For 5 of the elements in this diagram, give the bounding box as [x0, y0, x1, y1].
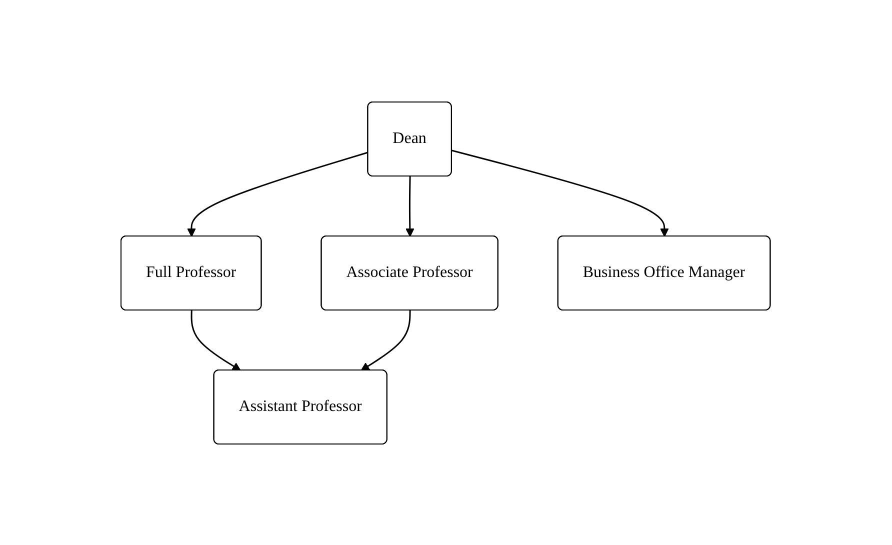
arrow [187, 151, 369, 236]
arrow [361, 310, 412, 370]
arrow [191, 310, 242, 370]
arrow [452, 149, 670, 236]
arrow [406, 176, 415, 236]
